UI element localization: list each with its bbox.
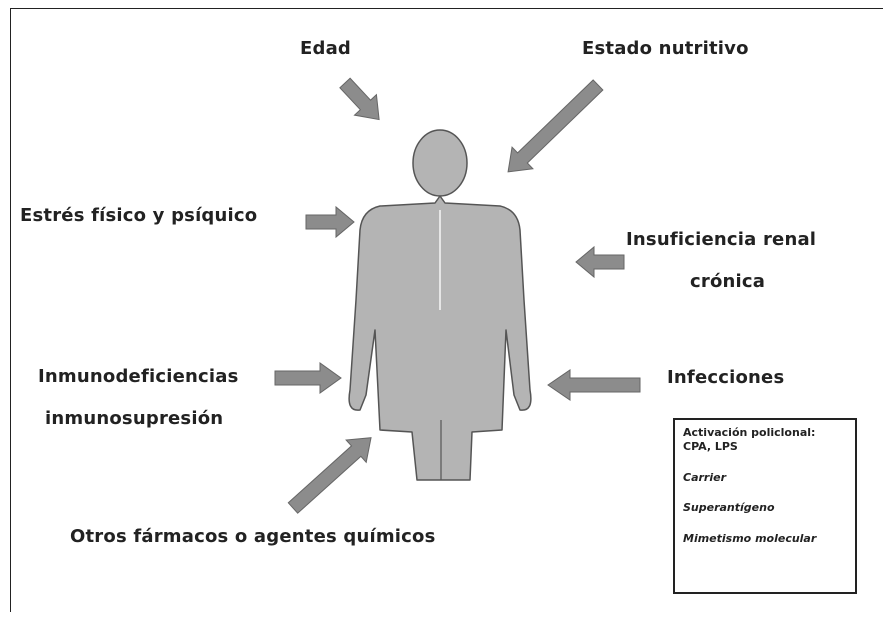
arrow-estres [306, 207, 354, 237]
mechanism-item: Activación policlonal: CPA, LPS [683, 426, 847, 454]
mechanisms-box: Activación policlonal: CPA, LPS Carrier … [673, 418, 857, 594]
factor-inmuno-line1: Inmunodeficiencias [38, 366, 239, 387]
factor-estres: Estrés físico y psíquico [20, 205, 257, 226]
figure-head [413, 130, 467, 196]
arrow-otros [283, 427, 381, 520]
factor-insuficiencia-line1: Insuficiencia renal [626, 229, 816, 250]
human-figure [349, 130, 531, 480]
arrow-inmuno [275, 363, 341, 393]
factor-inmuno-line2: inmunosupresión [45, 408, 223, 429]
factor-otros: Otros fármacos o agentes químicos [70, 526, 436, 547]
factor-infecciones: Infecciones [667, 367, 784, 388]
arrow-estado-nutritivo [498, 74, 609, 182]
arrow-infecciones [548, 370, 640, 400]
factor-insuficiencia-line2: crónica [690, 271, 765, 292]
factor-edad: Edad [300, 38, 351, 59]
mechanism-item: Mimetismo molecular [683, 532, 847, 546]
arrow-insuficiencia [576, 247, 624, 277]
arrow-edad [334, 73, 390, 130]
mechanism-item: Superantígeno [683, 501, 847, 515]
mechanism-item: Carrier [683, 471, 847, 485]
factor-estado-nutritivo: Estado nutritivo [582, 38, 749, 59]
